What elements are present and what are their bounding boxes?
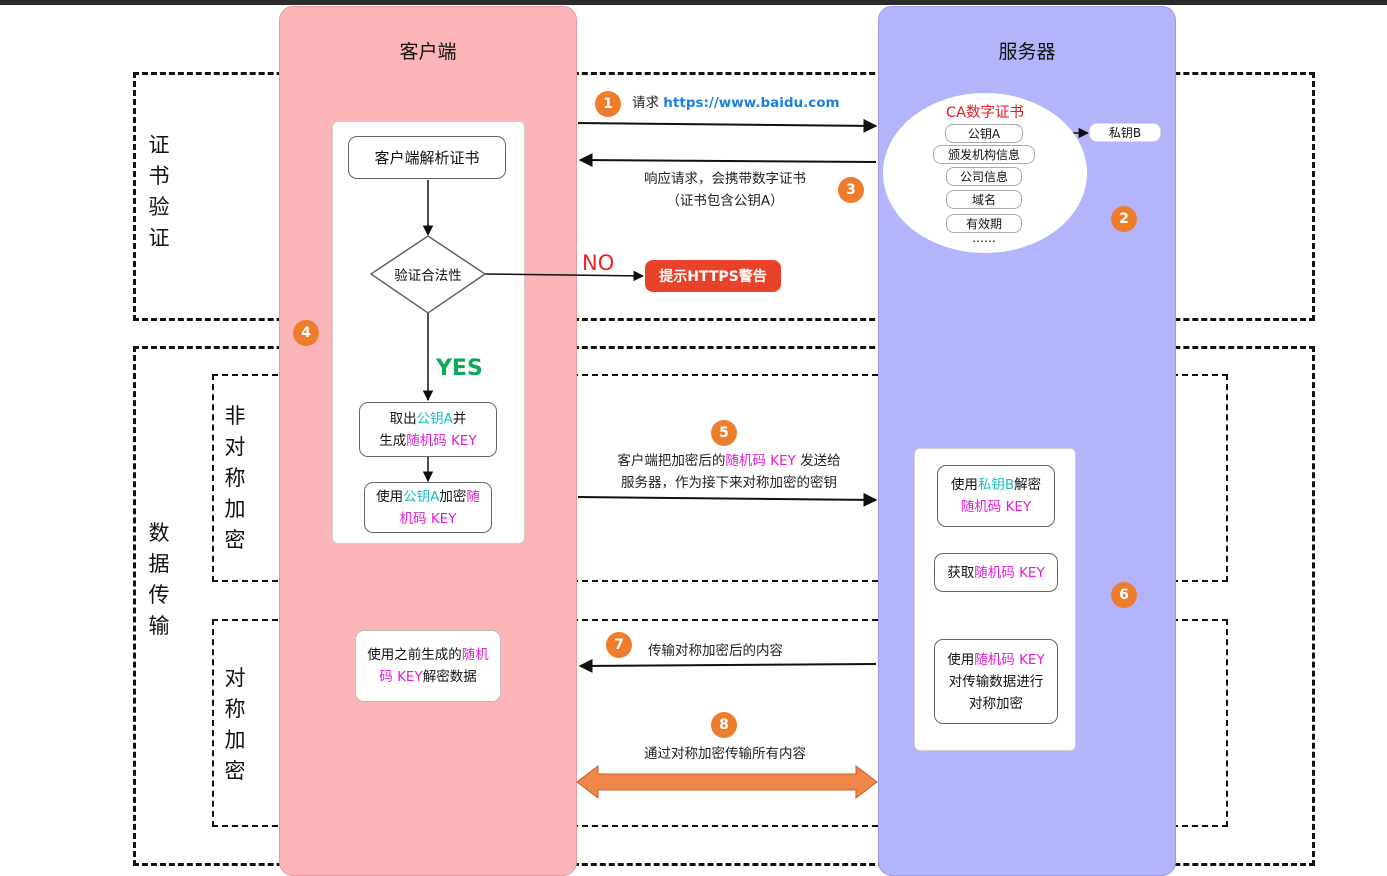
no-label: NO: [582, 251, 615, 275]
step-5-badge: 5: [711, 420, 737, 446]
data-transfer-label: 数据传输: [148, 521, 170, 638]
arrow-transfer-content: [578, 658, 877, 673]
msg-response: 响应请求，会携带数字证书 （证书包含公钥A）: [644, 171, 806, 209]
cert-verify-frame: [133, 72, 1315, 321]
https-warning-box: 提示HTTPS警告: [645, 260, 781, 292]
ca-cert-title: CA数字证书: [945, 105, 1025, 121]
msg-send-key: 客户端把加密后的随机码 KEY 发送给 服务器，作为接下来对称加密的密钥: [617, 453, 841, 491]
arrow-response: [578, 153, 877, 168]
arrow-request: [577, 118, 878, 133]
server-get-key-box: 获取随机码 KEY: [934, 553, 1058, 592]
parse-cert-box: 客户端解析证书: [348, 136, 506, 179]
yes-label: YES: [436, 356, 483, 381]
cert-ellipsis: ……: [972, 231, 996, 245]
cert-company: 公司信息: [946, 167, 1022, 186]
cert-pubkey: 公钥A: [945, 124, 1023, 143]
top-bar: [0, 0, 1387, 5]
msg-symmetric-all: 通过对称加密传输所有内容: [644, 746, 806, 762]
arrow-verify-no: [484, 270, 645, 282]
arrow-send-key: [577, 492, 878, 507]
cert-validity: 有效期: [946, 214, 1022, 233]
msg-transfer-content: 传输对称加密后的内容: [648, 643, 783, 659]
server-decrypt-box: 使用私钥B解密 随机码 KEY: [937, 465, 1055, 527]
cert-verify-label: 证书验证: [148, 133, 170, 250]
take-pubkey-box: 取出公钥A并 生成随机码 KEY: [359, 402, 497, 457]
step-7-badge: 7: [606, 632, 632, 658]
server-lane-title: 服务器: [998, 41, 1056, 63]
cert-domain: 域名: [946, 190, 1022, 209]
step-8-badge: 8: [711, 712, 737, 738]
asym-encrypt-label: 非对称加密: [224, 404, 246, 552]
step-2-badge: 2: [1111, 206, 1137, 232]
verify-diamond: [369, 235, 487, 314]
double-arrow-symmetric: [576, 764, 878, 800]
step-6-badge: 6: [1111, 582, 1137, 608]
sym-encrypt-label: 对称加密: [224, 666, 246, 783]
sym-encrypt-frame: [212, 619, 1228, 827]
step-1-badge: 1: [595, 91, 621, 117]
step-3-badge: 3: [838, 177, 864, 203]
step-4-badge: 4: [293, 320, 319, 346]
encrypt-key-box: 使用公钥A加密随 机码 KEY: [364, 482, 492, 533]
msg-request: 请求 https://www.baidu.com: [632, 95, 840, 111]
server-encrypt-box: 使用随机码 KEY 对传输数据进行 对称加密: [934, 639, 1058, 724]
client-lane-title: 客户端: [399, 41, 457, 63]
private-key-b: 私钥B: [1089, 123, 1161, 142]
verify-label: 验证合法性: [394, 268, 462, 284]
client-decrypt-box: 使用之前生成的随机 码 KEY解密数据: [355, 630, 501, 702]
asym-encrypt-frame: [212, 374, 1228, 582]
cert-issuer: 颁发机构信息: [933, 145, 1035, 164]
